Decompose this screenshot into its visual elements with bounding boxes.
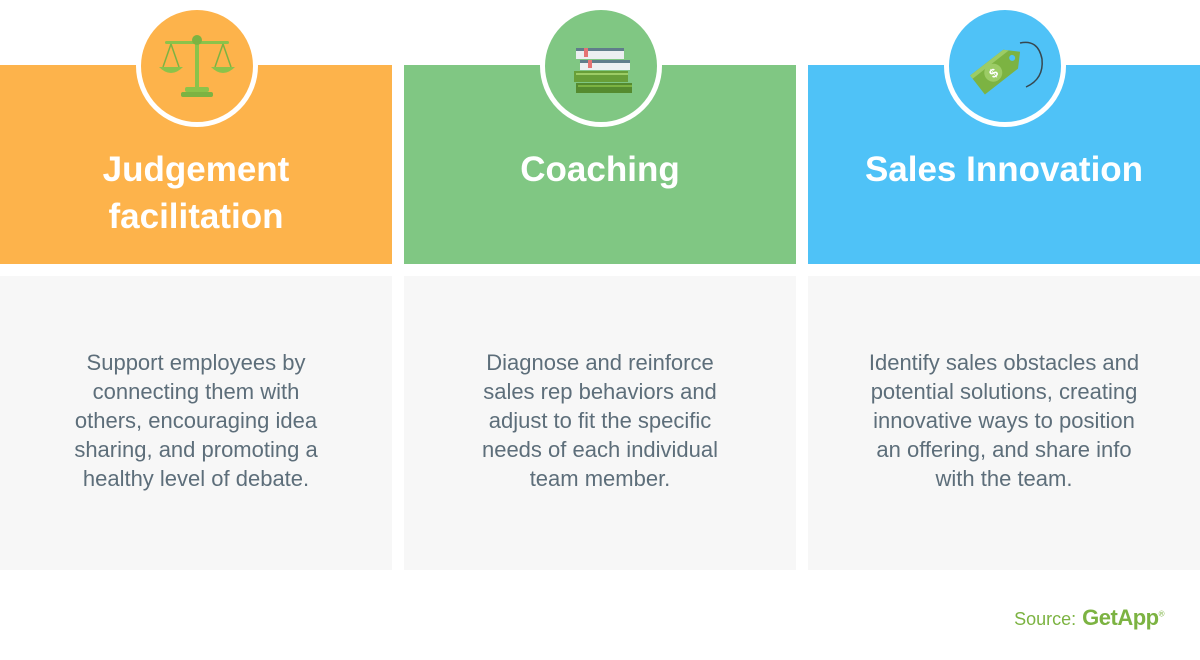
scales-icon xyxy=(136,5,258,127)
card-description: Diagnose and reinforce sales rep behavio… xyxy=(481,350,719,491)
card-body xyxy=(404,276,796,570)
card-title: Coaching xyxy=(520,150,680,189)
getapp-logo: GetApp® xyxy=(1082,605,1164,631)
books-icon xyxy=(540,5,662,127)
card-body xyxy=(0,276,392,570)
card-body xyxy=(808,276,1200,570)
card-description: Support employees by connecting them wit… xyxy=(74,350,318,491)
card-title: Sales Innovation xyxy=(864,150,1144,189)
card-sales-innovation: $ Sales Innovation Identify sales obstac… xyxy=(808,0,1200,570)
source-label: Source: xyxy=(1014,609,1077,629)
card-description: Identify sales obstacles and potential s… xyxy=(868,350,1140,491)
trademark-symbol: ® xyxy=(1158,609,1165,619)
price-tag-icon: $ xyxy=(944,5,1066,127)
card-title: Judgement facilitation xyxy=(102,150,290,236)
card-judgement-facilitation: Judgement facilitation Support employees… xyxy=(0,0,392,570)
source-attribution: Source: GetApp® xyxy=(1014,605,1164,631)
brand-name: GetApp xyxy=(1082,605,1159,630)
card-coaching: Coaching Diagnose and reinforce sales re… xyxy=(404,0,796,570)
